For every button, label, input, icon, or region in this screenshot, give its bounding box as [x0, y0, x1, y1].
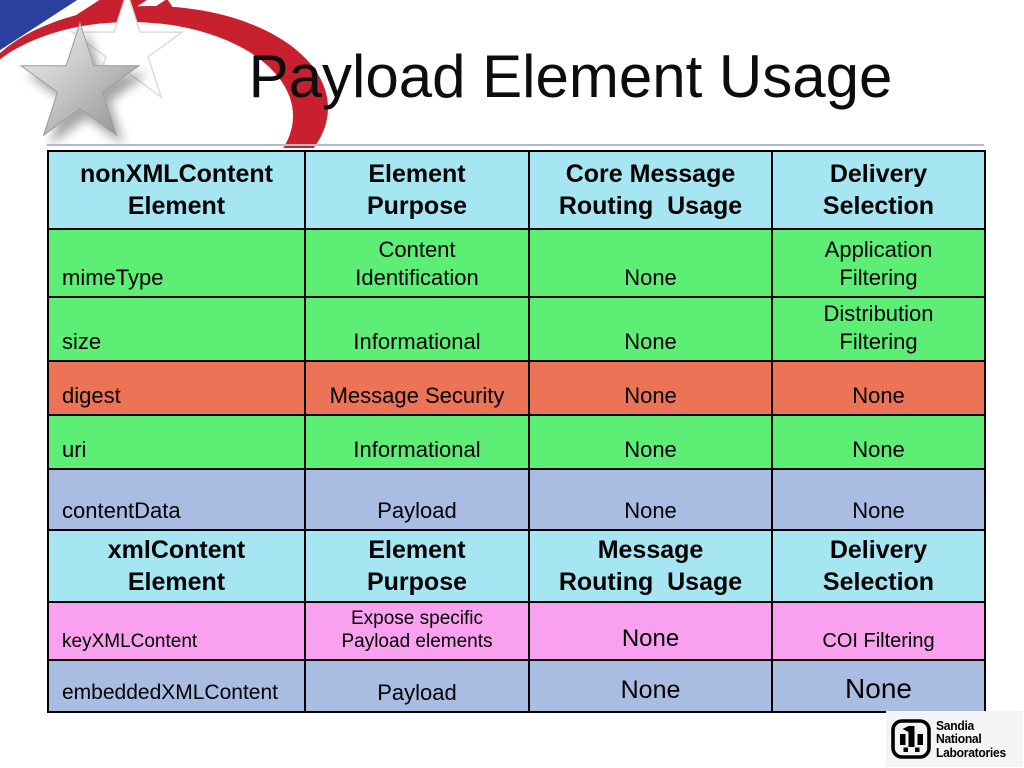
header-cell: Delivery Selection [771, 150, 986, 230]
page-title: Payload Element Usage [248, 43, 893, 110]
header-cell: Delivery Selection [771, 529, 986, 603]
data-cell: None [528, 228, 773, 298]
data-cell: COI Filtering [771, 601, 986, 661]
data-cell: contentData [47, 468, 306, 531]
header-cell: nonXMLContent Element [47, 150, 306, 230]
data-cell: Content Identification [304, 228, 530, 298]
sandia-line2: National [936, 731, 982, 747]
header-cell: xmlContent Element [47, 529, 306, 603]
header-cell: Element Purpose [304, 150, 530, 230]
data-cell: Payload [304, 659, 530, 713]
data-cell: Informational [304, 296, 530, 362]
data-cell: None [528, 601, 773, 661]
header-cell: Message Routing Usage [528, 529, 773, 603]
data-cell: embeddedXMLContent [47, 659, 306, 713]
sandia-line3: Laboratories [936, 744, 1006, 760]
data-cell: mimeType [47, 228, 306, 298]
data-cell: None [771, 659, 986, 713]
sandia-line1: Sandia [936, 717, 974, 733]
divider [47, 144, 984, 146]
data-cell: Payload [304, 468, 530, 531]
data-cell: None [771, 414, 986, 470]
data-cell: None [528, 360, 773, 416]
data-cell: None [528, 468, 773, 531]
data-cell: Application Filtering [771, 228, 986, 298]
sandia-logo-text: Sandia National Laboratories [936, 719, 1006, 760]
data-cell: digest [47, 360, 306, 416]
data-cell: Distribution Filtering [771, 296, 986, 362]
data-cell: None [528, 296, 773, 362]
sandia-logo: Sandia National Laboratories [886, 711, 1023, 767]
data-cell: Message Security [304, 360, 530, 416]
header-cell: Element Purpose [304, 529, 530, 603]
data-cell: None [771, 360, 986, 416]
data-cell: size [47, 296, 306, 362]
data-cell: keyXMLContent [47, 601, 306, 661]
header-cell: Core Message Routing Usage [528, 150, 773, 230]
data-cell: Expose specific Payload elements [304, 601, 530, 661]
data-cell: None [528, 659, 773, 713]
data-cell: None [528, 414, 773, 470]
thunderbird-icon [891, 719, 931, 759]
data-cell: None [771, 468, 986, 531]
data-cell: uri [47, 414, 306, 470]
silver-star-icon [19, 21, 141, 137]
stars-and-stripes-logo [0, 0, 328, 148]
data-cell: Informational [304, 414, 530, 470]
